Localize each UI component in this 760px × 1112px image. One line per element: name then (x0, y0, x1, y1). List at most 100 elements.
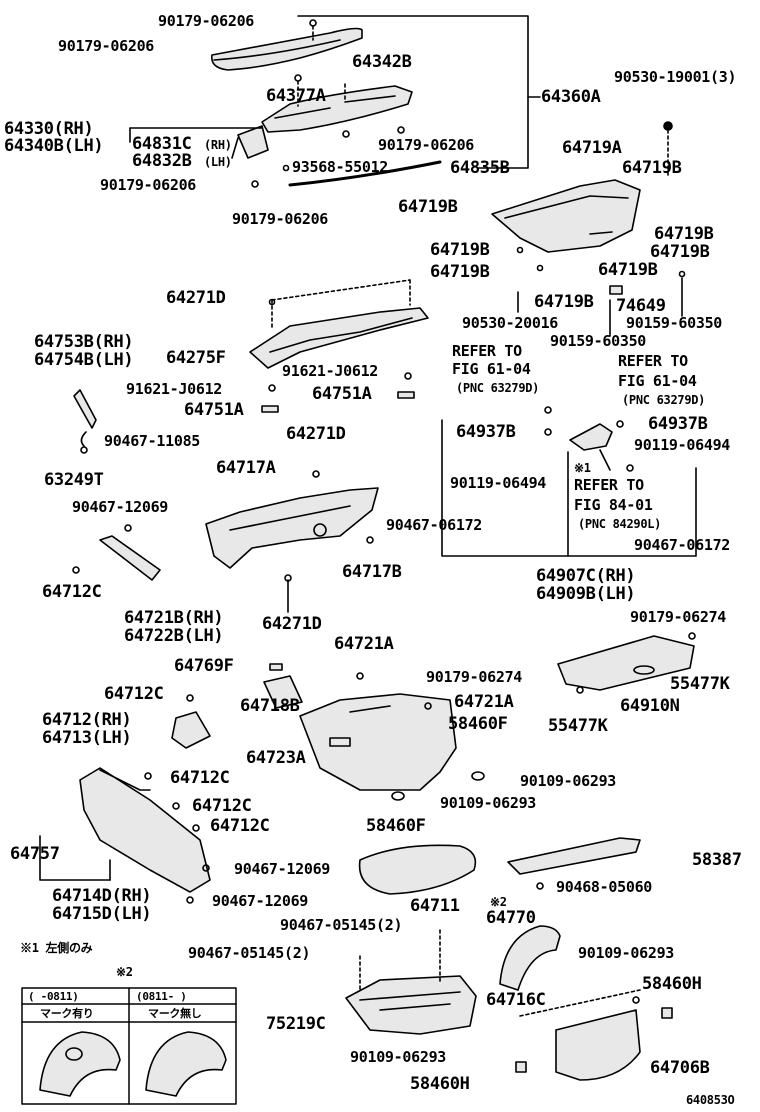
label-64342B: 64342B (352, 52, 412, 72)
label-64754B: 64754B(LH) (34, 350, 134, 370)
rear-bulkhead-trim-part (205, 470, 379, 613)
label-64719B: 64719B (598, 260, 658, 280)
label-64757: 64757 (10, 844, 60, 864)
label-64937B: 64937B (456, 422, 516, 442)
label-55477K: 55477K (670, 674, 730, 694)
label-64751A: 64751A (184, 400, 244, 420)
spoiler-base-part (261, 74, 413, 138)
label-64706B: 64706B (650, 1058, 710, 1078)
label-90179-06274: 90179-06274 (426, 668, 523, 686)
spoiler-seal-strip (251, 160, 442, 188)
label-90119-06494: 90119-06494 (450, 474, 547, 492)
label-64937B: 64937B (648, 414, 708, 434)
label-63249T: 63249T (44, 470, 104, 490)
wheel-house-with-mark-icon (39, 1031, 121, 1097)
label-64377A: 64377A (266, 86, 326, 106)
label-58460H: 58460H (642, 974, 702, 994)
label-90467-12069: 90467-12069 (212, 892, 309, 910)
table-cell-without-mark: マーク無し (148, 1007, 202, 1020)
label-64714D: 64714D(RH) (52, 886, 152, 906)
label-64360A: 64360A (541, 87, 601, 107)
label-90179-06206: 90179-06206 (58, 37, 155, 55)
label-64718B: 64718B (240, 696, 300, 716)
lock-striker-part (544, 406, 634, 472)
side-bracket-part (171, 694, 211, 749)
label-90467-12069: 90467-12069 (234, 860, 331, 878)
table-header-before: ( -0811) (28, 990, 79, 1003)
label-64719B: 64719B (430, 262, 490, 282)
label-64712C: 64712C (210, 816, 270, 836)
label-64719B: 64719B (622, 158, 682, 178)
label-64717B: 64717B (342, 562, 402, 582)
label-64719B: 64719B (398, 197, 458, 217)
rear-sill-trim-part (507, 837, 641, 890)
label-64275F: 64275F (166, 348, 226, 368)
label-64713: 64713(LH) (42, 728, 132, 748)
label-64717A: 64717A (216, 458, 276, 478)
label-refer-to: REFER TO (452, 342, 522, 360)
note-table-grid (21, 987, 237, 1105)
label-90159-60350: 90159-60350 (626, 314, 723, 332)
label-64711: 64711 (410, 896, 460, 916)
trunk-lid-trim-part (249, 279, 429, 369)
label-note2-mark-table: ※2 (116, 965, 133, 979)
label-90530-20016: 90530-20016 (462, 314, 559, 332)
label-90468-05060: 90468-05060 (556, 878, 653, 896)
label-58460H: 58460H (410, 1074, 470, 1094)
spoiler-cover-part (211, 19, 363, 71)
label-64719B: 64719B (534, 292, 594, 312)
label-64716C: 64716C (486, 990, 546, 1010)
label-64835B: 64835B (450, 158, 510, 178)
label-58387: 58387 (692, 850, 742, 870)
label-90109-06293: 90109-06293 (350, 1048, 447, 1066)
label-90467-11085: 90467-11085 (104, 432, 201, 450)
label-74649: 74649 (616, 296, 666, 316)
label-64832B: 64832B (132, 151, 192, 171)
label-90467-05145: 90467-05145(2) (280, 916, 403, 934)
label-64712C: 64712C (42, 582, 102, 602)
label-64712C: 64712C (104, 684, 164, 704)
label-64719B: 64719B (654, 224, 714, 244)
label-90119-06494: 90119-06494 (634, 436, 731, 454)
label-note1-text: ※1 左側のみ (20, 941, 93, 955)
label-64753B: 64753B(RH) (34, 332, 134, 352)
label-90179-06206: 90179-06206 (158, 12, 255, 30)
label-64712: 64712(RH) (42, 710, 132, 730)
label-90467-12069: 90467-12069 (72, 498, 169, 516)
label-64721A: 64721A (334, 634, 394, 654)
figure-number: 640853O (686, 1093, 735, 1107)
label-refer-to: REFER TO (574, 476, 644, 494)
label-64770: 64770 (486, 908, 536, 928)
cross-trim-part (72, 524, 161, 581)
label-pnc-63279d: (PNC 63279D) (456, 381, 540, 395)
label-64722B: 64722B(LH) (124, 626, 224, 646)
label-64719B: 64719B (650, 242, 710, 262)
label-64909B: 64909B(LH) (536, 584, 636, 604)
table-header-after: (0811- ) (136, 990, 187, 1003)
label-rh: (RH) (204, 138, 232, 152)
label-64721B: 64721B(RH) (124, 608, 224, 628)
label-90179-06206: 90179-06206 (378, 136, 475, 154)
package-tray-trim-part (491, 121, 686, 295)
side-trim-part (79, 767, 211, 904)
label-90109-06293: 90109-06293 (578, 944, 675, 962)
label-64751A: 64751A (312, 384, 372, 404)
label-90109-06293: 90109-06293 (520, 772, 617, 790)
label-90179-06274: 90179-06274 (630, 608, 727, 626)
label-note2-mark: ※2 (490, 895, 507, 909)
label-fig-84-01: FIG 84-01 (574, 496, 653, 514)
label-58460F: 58460F (366, 816, 426, 836)
label-64831C: 64831C (132, 134, 192, 154)
label-90467-06172: 90467-06172 (634, 536, 731, 554)
label-90159-60350: 90159-60350 (550, 332, 647, 350)
label-refer-to: REFER TO (618, 352, 688, 370)
side-panel-part (515, 989, 673, 1081)
label-64712C: 64712C (192, 796, 252, 816)
label-64340B: 64340B(LH) (4, 136, 104, 156)
label-64723A: 64723A (246, 748, 306, 768)
clip-parts (261, 372, 415, 413)
service-cover-part (263, 663, 303, 709)
label-64910N: 64910N (620, 696, 680, 716)
